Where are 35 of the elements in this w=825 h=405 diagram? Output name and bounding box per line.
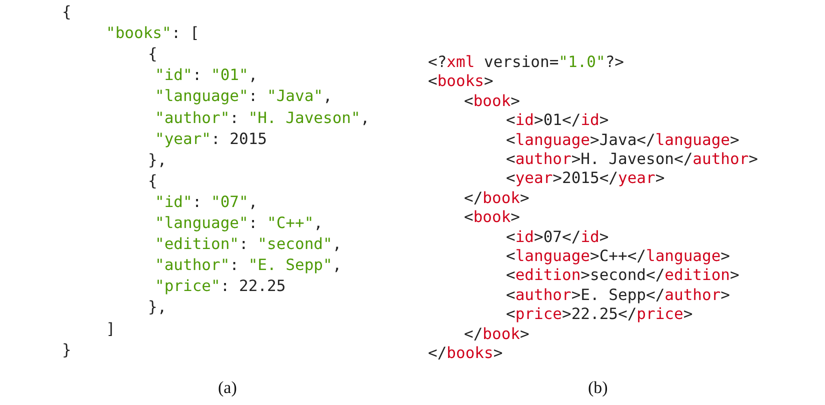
code-line: { [62,3,72,21]
code-line: <id>07</id> [506,228,609,246]
code-line: "year": 2015 [155,130,267,148]
code-line: ] [106,320,116,338]
code-line: <books> [428,72,494,90]
code-line: "author": "H. Javeson", [155,108,370,126]
panel-caption: (a) [218,378,237,398]
code-line: <book> [464,208,520,226]
code-line: "id": "07", [155,192,258,211]
code-line: }, [148,298,167,316]
code-line: <author>E. Sepp</author> [506,286,730,304]
code-line: } [62,340,72,359]
code-line: "author": "E. Sepp", [155,256,342,274]
code-line: <language>C++</language> [506,247,730,265]
code-line: { [148,45,158,64]
code-line: "edition": "second", [155,235,342,254]
code-line: <language>Java</language> [506,130,740,149]
code-line: </book> [464,324,530,343]
code-line: "language": "C++", [155,214,324,232]
code-line: "price": 22.25 [155,277,286,296]
code-line: }, [148,150,167,169]
code-line: <book> [464,92,520,110]
code-line: </book> [464,188,530,207]
code-line: <id>01</id> [506,111,609,130]
code-line: <author>H. Javeson</author> [506,150,758,168]
code-line: "books": [ [106,24,200,42]
code-line: "id": "01", [155,66,258,84]
code-line: </books> [428,344,503,362]
code-line: <price>22.25</price> [506,305,693,324]
code-line: <year>2015</year> [506,169,665,188]
code-line: { [148,172,158,190]
code-line: <?xml version="1.0"?> [428,53,624,71]
code-line: "language": "Java", [155,87,332,106]
panel-caption: (b) [588,378,608,398]
code-line: <edition>second</edition> [506,266,740,284]
